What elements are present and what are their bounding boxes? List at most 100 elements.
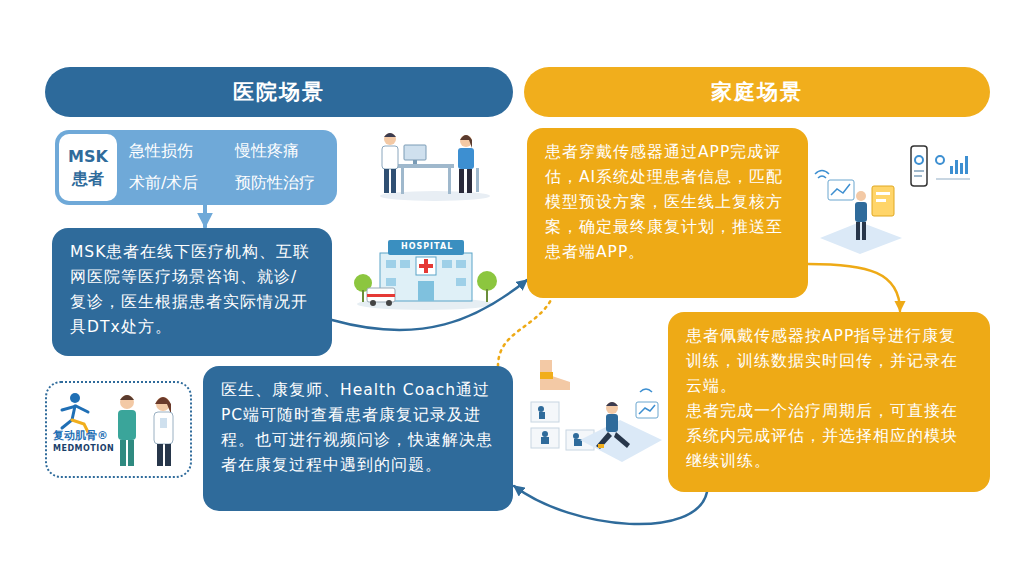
flow-arrow xyxy=(808,264,900,311)
chart-icon-part xyxy=(965,156,968,174)
medical-staff-part xyxy=(120,395,134,409)
header-text: 医院场景 xyxy=(233,78,325,106)
training-scene-part xyxy=(606,402,618,414)
training-scene-part xyxy=(640,389,652,392)
item-text: 急性损伤 xyxy=(129,140,213,162)
tag-text: MSK 患者 xyxy=(61,146,115,190)
item-text: 预防性治疗 xyxy=(235,172,329,194)
training-scene-part xyxy=(580,420,662,462)
training-scene-part xyxy=(531,428,559,448)
hospital-building-part xyxy=(418,281,434,301)
medical-staff-part xyxy=(120,395,134,400)
section-header: 家庭场景 xyxy=(524,67,990,117)
training-scene-part xyxy=(540,360,570,390)
consultation-scene-part xyxy=(382,146,398,169)
chart-icon-part xyxy=(936,156,944,164)
training-scene-part xyxy=(540,372,553,379)
consultation-scene-part xyxy=(391,169,396,193)
logo-text: MEDMOTION xyxy=(53,443,190,454)
consultation-scene-part xyxy=(404,145,426,160)
logo-icon-part xyxy=(62,406,75,428)
medical-staff-part xyxy=(128,440,134,466)
home-scene-part xyxy=(876,199,886,202)
medical-staff-part xyxy=(160,418,167,428)
home-scene-part xyxy=(872,186,894,216)
training-scene-part xyxy=(636,402,658,418)
flow-arrow xyxy=(203,205,207,227)
hospital-building-part xyxy=(442,260,452,268)
training-scene-part xyxy=(541,437,549,444)
logo-icon-part xyxy=(70,393,80,403)
chart-icon-part xyxy=(936,178,970,180)
home-scene-part xyxy=(862,222,866,240)
consultation-scene-part xyxy=(458,148,474,169)
hospital-building-part xyxy=(388,240,464,255)
consultation-scene-part xyxy=(380,191,490,201)
home-scene-part xyxy=(818,176,826,178)
logo-text: 复动肌骨® xyxy=(53,429,190,443)
flow-arrow xyxy=(498,298,552,366)
consultation-scene-part xyxy=(384,133,396,145)
consultation-scene-part xyxy=(460,135,472,147)
hospital-building-part xyxy=(386,300,392,306)
body-text: 患者佩戴传感器按APP指导进行康复训练，训练数据实时回传，并记录在云端。 xyxy=(686,324,972,399)
consultation-scene-part xyxy=(413,160,417,164)
hospital-building-part xyxy=(362,290,364,302)
home-scene-part xyxy=(855,202,867,222)
consultation-scene xyxy=(380,133,490,201)
hospital-building-part xyxy=(367,294,395,297)
training-scene-part xyxy=(539,412,545,419)
hospital-building-part xyxy=(400,260,410,268)
hospital-building-part xyxy=(477,271,497,291)
hospital-building-part xyxy=(486,289,488,302)
home-scene xyxy=(815,171,902,255)
home-scene-part xyxy=(876,192,890,195)
medical-staff-part xyxy=(120,440,126,466)
body-text: 患者完成一个治疗周期后，可直接在系统内完成评估，并选择相应的模块继续训练。 xyxy=(686,399,972,474)
training-scene xyxy=(531,360,662,462)
home-scene-part xyxy=(815,171,829,175)
consultation-scene-part xyxy=(476,168,479,192)
process-box: 患者穿戴传感器通过APP完成评估，AI系统处理患者信息，匹配模型预设方案，医生线… xyxy=(527,128,808,298)
section-header: 医院场景 xyxy=(45,67,513,117)
hospital-building-part xyxy=(370,300,376,306)
header-text: 家庭场景 xyxy=(711,78,803,106)
medical-staff-part xyxy=(154,412,173,444)
body-text: MSK患者在线下医疗机构、互联网医院等医疗场景咨询、就诊/复诊，医生根据患者实际… xyxy=(70,240,314,340)
consultation-scene-part xyxy=(401,168,404,194)
logo-icon xyxy=(62,393,88,432)
consultation-scene-part xyxy=(384,169,389,193)
item-text: 慢性疼痛 xyxy=(235,140,329,162)
body-text: 医生、康复师、Health Coach通过PC端可随时查看患者康复记录及进程。也… xyxy=(221,378,495,478)
chart-icon xyxy=(911,146,970,186)
hospital-sign: HOSPITAL xyxy=(401,242,453,252)
hospital-building-part xyxy=(456,278,466,286)
consultation-scene-part xyxy=(460,135,472,148)
item-text: 术前/术后 xyxy=(129,172,213,194)
chart-icon-part xyxy=(911,146,927,186)
consultation-scene-part xyxy=(384,133,396,137)
consultation-scene-part xyxy=(398,164,454,168)
hospital-building-part xyxy=(386,278,396,286)
hospital-building-part xyxy=(386,260,396,268)
chart-icon-part xyxy=(950,166,953,174)
chart-icon-part xyxy=(955,160,958,174)
training-scene-part xyxy=(542,431,548,437)
training-scene-part xyxy=(538,406,544,412)
flow-arrow xyxy=(332,280,527,330)
patient-tag: MSK 患者 xyxy=(59,134,117,201)
hospital-building xyxy=(354,240,497,310)
training-scene-part xyxy=(614,432,630,448)
training-scene-part xyxy=(531,402,559,422)
item-grid: 急性损伤慢性疼痛术前/术后预防性治疗 xyxy=(129,140,329,194)
hospital-building-part xyxy=(419,264,433,268)
process-box: 患者佩戴传感器按APP指导进行康复训练，训练数据实时回传，并记录在云端。患者完成… xyxy=(668,312,990,492)
consultation-scene-part xyxy=(448,168,451,194)
hospital-building-part xyxy=(367,288,395,302)
chart-icon-part xyxy=(914,170,924,172)
training-scene-part xyxy=(606,402,618,406)
chart-icon-part xyxy=(960,163,963,174)
patient-type-box: 急性损伤慢性疼痛术前/术后预防性治疗 MSK 患者 xyxy=(55,130,337,205)
process-box: 医生、康复师、Health Coach通过PC端可随时查看患者康复记录及进程。也… xyxy=(203,366,513,511)
medical-staff-part xyxy=(165,444,171,466)
